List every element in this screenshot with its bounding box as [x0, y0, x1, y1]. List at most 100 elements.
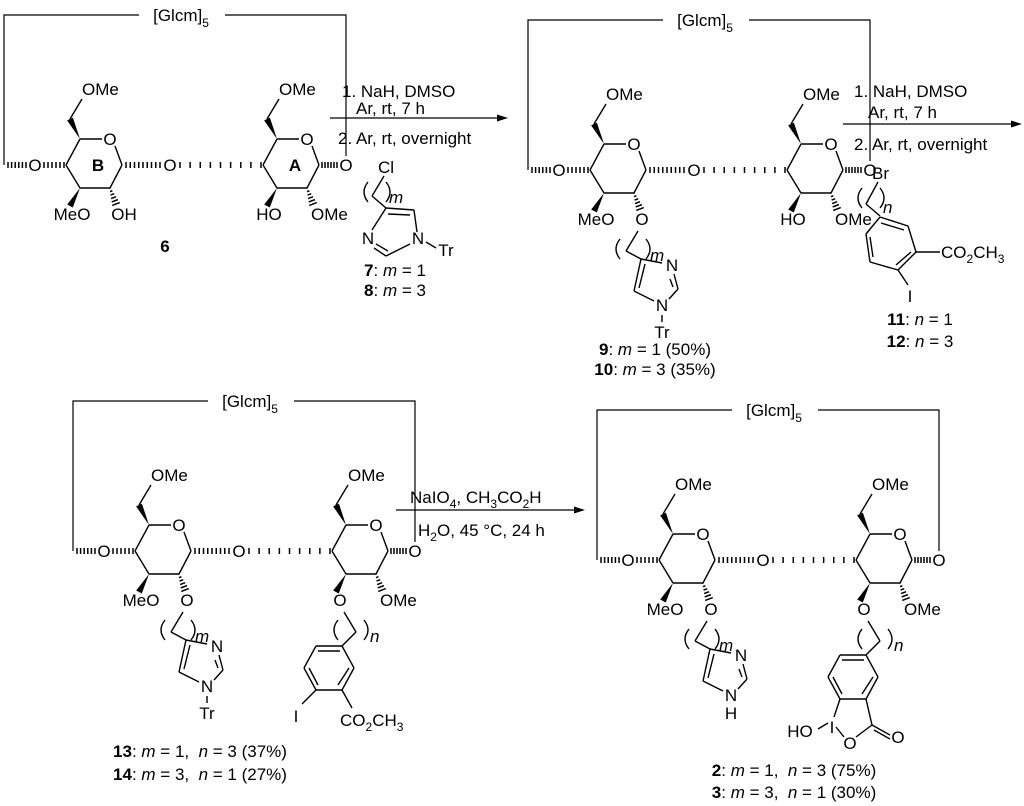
label-value: = 1,: [745, 761, 788, 780]
ring-label: B: [92, 156, 104, 175]
repeat-index-m: m: [650, 246, 664, 265]
bond: [301, 689, 317, 705]
hash-stroke: [308, 201, 318, 207]
bond: [865, 203, 881, 217]
bond: [899, 559, 913, 584]
imidazole-n1: N: [201, 677, 213, 696]
c2-methoxy-label: OMe: [311, 205, 348, 224]
label-separator: :: [374, 261, 383, 280]
label-separator: :: [132, 765, 141, 784]
compound-number: 11: [887, 310, 905, 329]
wedge-bond: [67, 188, 80, 208]
glcm-text: [Glcm]: [746, 401, 795, 420]
hash-stroke: [377, 584, 385, 589]
bond: [262, 138, 278, 166]
bond: [371, 195, 387, 209]
bond: [114, 145, 123, 166]
glycosidic-oxygen: O: [97, 542, 110, 561]
label-value: = 3 (37%): [208, 742, 287, 761]
ring-oxygen: O: [300, 130, 313, 149]
hashed-bond: [703, 167, 786, 173]
macrocycle-frame-left: [527, 19, 663, 170]
compound-label-14: 14: m = 3, n = 1 (27%): [113, 765, 287, 784]
repeat-bracket-right: [714, 628, 720, 650]
hashed-bond: [248, 548, 331, 554]
compound-number: 8: [364, 281, 373, 300]
bond: [262, 164, 278, 189]
bond: [865, 640, 881, 656]
iodine-label: I: [294, 707, 299, 726]
glycosidic-oxygen: O: [621, 551, 634, 570]
reagent-label-11: 11: n = 1: [887, 310, 953, 329]
glcm-repeat-label: [Glcm]5: [153, 6, 209, 30]
compound-label-13: 13: m = 1, n = 3 (37%): [113, 742, 287, 761]
hash-stroke: [635, 206, 645, 212]
imidazole-n3: N: [666, 256, 678, 275]
variable: m: [383, 261, 397, 280]
bond: [633, 258, 642, 292]
hash-stroke: [179, 579, 184, 582]
bond: [786, 143, 802, 171]
wedge-bond: [857, 583, 870, 603]
hashed-bond: [702, 582, 714, 602]
bond: [380, 531, 389, 552]
hash-stroke: [110, 195, 117, 200]
condition-step-1-detail: Ar, rt, 7 h: [868, 103, 937, 122]
hash-stroke: [307, 195, 314, 200]
c6-methoxy-label: OMe: [606, 85, 643, 104]
repeat-bracket-right: [645, 238, 651, 260]
bond: [183, 644, 191, 670]
n-hydrogen-label: H: [725, 704, 737, 723]
hash-stroke: [635, 203, 643, 208]
compound-number: 3: [712, 783, 721, 802]
variable: n: [199, 765, 208, 784]
hash-stroke: [900, 588, 905, 591]
anomeric-oxygen: O: [932, 551, 945, 570]
bond: [341, 667, 355, 691]
hash-stroke: [111, 198, 119, 203]
hash-stroke: [899, 585, 903, 588]
c2-ether-oxygen: O: [704, 600, 717, 619]
trityl-label: Tr: [199, 704, 215, 723]
glcm-count: 5: [271, 402, 278, 416]
hash-stroke: [900, 590, 907, 595]
arrow-head: [574, 506, 585, 514]
bond: [827, 654, 841, 678]
repeat-bracket-left: [857, 187, 863, 209]
wedge-bond: [591, 193, 604, 213]
wedge-bond: [136, 574, 149, 594]
variable: m: [141, 765, 155, 784]
bond: [658, 559, 674, 584]
bond: [861, 676, 874, 695]
bond: [865, 654, 879, 678]
imidazole-n3: N: [735, 646, 747, 665]
formula-segment: 2: [430, 530, 437, 544]
bond: [835, 726, 845, 738]
repeat-bracket-right: [879, 187, 885, 209]
glcm-repeat-label: [Glcm]5: [222, 392, 278, 416]
hashed-bond: [109, 187, 121, 207]
wedge-bond: [660, 583, 673, 603]
hashed-bond: [178, 573, 190, 593]
bond: [371, 175, 385, 197]
oxidant-conditions: NaIO4, CH3CO2H: [410, 488, 542, 511]
anomeric-oxygen: O: [408, 542, 421, 561]
c3-methoxy-label: MeO: [123, 591, 160, 610]
bond: [343, 611, 357, 633]
wedge-bond: [333, 574, 346, 594]
label-separator: :: [374, 281, 383, 300]
bond: [709, 648, 732, 654]
hash-stroke: [180, 587, 190, 593]
carbonyl-oxygen: O: [891, 728, 904, 747]
c6-methoxy-label: OMe: [279, 80, 316, 99]
bond: [865, 676, 879, 700]
bond: [593, 103, 607, 125]
hashed-bond: [125, 162, 161, 168]
variable: m: [141, 742, 155, 761]
ring-oxygen: O: [893, 525, 906, 544]
wedge-bond: [788, 122, 801, 144]
